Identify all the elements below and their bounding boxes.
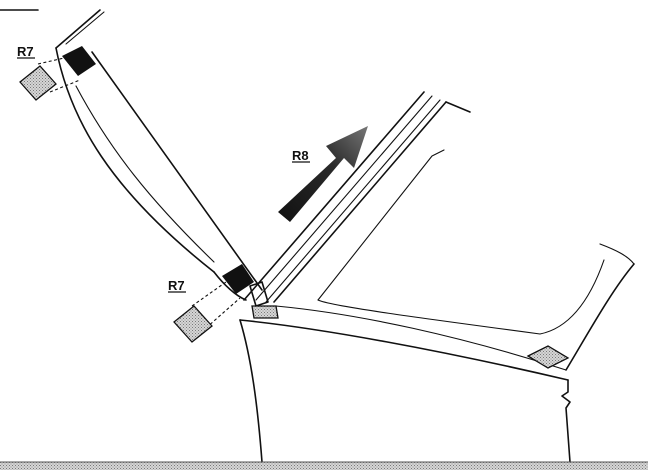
label-r7-top: R7: [17, 44, 34, 59]
clip-top: [62, 46, 96, 76]
pad-bottom: [173, 281, 241, 343]
cabinet-body: [239, 91, 635, 463]
clip-bottom: [222, 264, 254, 294]
label-r7-bottom: R7: [168, 278, 185, 293]
label-r8: R8: [292, 148, 309, 163]
ground-strip: [0, 462, 648, 470]
pad-right: [526, 345, 570, 369]
pad-top: [19, 57, 81, 101]
lid-panel: [55, 9, 263, 301]
arrow-up-right-icon: [278, 126, 368, 222]
